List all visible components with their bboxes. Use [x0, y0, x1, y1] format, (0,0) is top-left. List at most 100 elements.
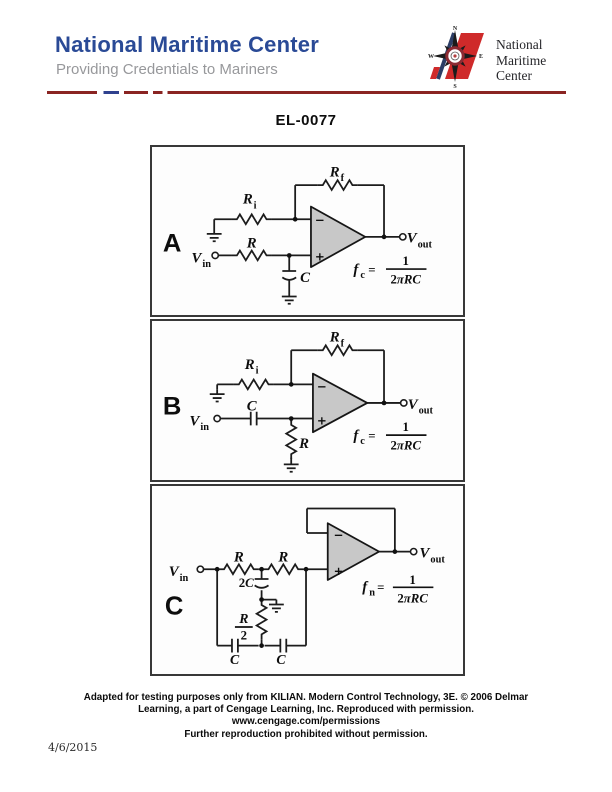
logo-red-strip: [430, 67, 440, 79]
page-title: National Maritime Center: [55, 32, 319, 57]
r-label: R: [298, 436, 309, 452]
formula-numerator: 1: [403, 420, 409, 434]
nmc-logo: N S W E National Maritime Center: [428, 23, 588, 89]
vout-terminal: [409, 547, 418, 556]
logo-wordmark: National Maritime Center: [496, 37, 546, 84]
wires: [203, 507, 411, 647]
vin-label-sub: in: [180, 573, 189, 584]
junction-dot: [286, 253, 292, 258]
ground-icon: [282, 458, 300, 473]
formula-equals: =: [368, 429, 375, 443]
junction-dot: [292, 216, 298, 222]
circuit-box-c: − + R R 2C R 2 C C V in V out f n = 1 2π…: [150, 484, 465, 676]
junction-dot: [303, 566, 309, 572]
circuit-letter-b: B: [163, 393, 182, 421]
opamp-triangle: [310, 205, 367, 269]
c1-label: C: [230, 652, 240, 667]
copyright-notice: Adapted for testing purposes only from K…: [36, 692, 576, 741]
resistor-r1: [218, 563, 260, 576]
page-subtitle: Providing Credentials to Mariners: [56, 61, 278, 78]
vin-terminal: [196, 565, 205, 574]
c2-label: C: [276, 652, 286, 667]
junction-dot: [392, 549, 398, 554]
circuit-box-b: − + R f R i C R V in V out f c = 1 2πRC …: [150, 319, 465, 482]
formula-equals: =: [368, 263, 375, 277]
document-date: 4/6/2015: [48, 741, 98, 754]
vout-label-sub: out: [430, 554, 445, 565]
resistor-r2: [262, 563, 304, 576]
compass-rose-icon: N S W E: [428, 26, 484, 89]
junction-dot: [259, 597, 264, 602]
formula-symbol: f: [353, 262, 360, 278]
vout-label-sub: out: [418, 240, 433, 251]
copyright-line-2: Learning, a part of Cengage Learning, In…: [138, 704, 474, 716]
ground-icon: [205, 228, 223, 243]
vout-label: V: [420, 546, 431, 562]
vin-label: V: [191, 250, 202, 266]
capacitor-c: [281, 270, 298, 281]
opamp-minus-sign: −: [334, 528, 344, 542]
formula-symbol-sub: n: [369, 588, 375, 599]
junction-dot: [214, 566, 220, 572]
vin-terminal: [211, 251, 220, 260]
opamp-plus-sign: +: [317, 413, 327, 427]
circuit-letter-a: A: [163, 230, 182, 258]
circuit-a-schematic: − + R f R i R C V in V out f c = 1 2πRC …: [163, 164, 433, 305]
vout-terminal: [399, 399, 408, 407]
circuit-c-schematic: − + R R 2C R 2 C C V in V out f n = 1 2π…: [165, 507, 445, 667]
resistor-ri: [231, 213, 273, 226]
compass-letter-e: E: [479, 54, 483, 60]
junction-dot: [259, 643, 264, 648]
resistor-rf: [316, 344, 359, 357]
junction-dot: [288, 416, 294, 421]
r-half-numerator: R: [238, 611, 248, 626]
compass-letter-s: S: [453, 84, 457, 89]
ri-label: R: [244, 357, 255, 373]
logo-line-1: National: [496, 37, 543, 52]
compass-letter-n: N: [453, 26, 458, 32]
rf-label: R: [329, 164, 340, 180]
logo-line-3: Center: [496, 68, 532, 83]
formula-symbol: f: [362, 580, 369, 596]
vin-terminal: [213, 414, 222, 423]
vout-label: V: [408, 397, 419, 413]
opamp-plus-sign: +: [334, 564, 344, 578]
rf-label-sub: f: [341, 338, 345, 349]
junction-dot: [381, 234, 387, 240]
circuit-box-a: − + R f R i R C V in V out f c = 1 2πRC …: [150, 145, 465, 317]
rf-label: R: [329, 330, 340, 346]
resistor-r: [231, 249, 273, 262]
vin-label-sub: in: [202, 259, 211, 270]
formula-denominator: 2πRC: [397, 592, 428, 606]
r-label: R: [246, 236, 257, 252]
vin-label-sub: in: [200, 422, 209, 433]
ri-label-sub: i: [256, 366, 259, 377]
cap-2c-label: 2C: [239, 576, 254, 590]
copyright-line-4: Further reproduction prohibited without …: [184, 728, 428, 740]
uscg-seal-center: [453, 54, 457, 58]
ground-icon: [280, 290, 298, 305]
capacitor-2c: [253, 578, 270, 589]
ground-icon: [268, 598, 285, 613]
copyright-line-1: Adapted for testing purposes only from K…: [83, 692, 529, 703]
vout-label: V: [407, 231, 418, 247]
formula-numerator: 1: [403, 254, 409, 268]
formula-symbol: f: [353, 428, 360, 444]
header-divider: [47, 91, 566, 95]
r-half-denominator: 2: [241, 629, 247, 643]
opamp-minus-sign: −: [317, 379, 327, 393]
rf-label-sub: f: [341, 173, 345, 184]
capacitor-c2: [279, 637, 288, 654]
resistor-r-half: [255, 599, 268, 641]
doc-number: EL-0077: [275, 112, 337, 129]
vout-label-sub: out: [419, 406, 434, 417]
opamp-minus-sign: −: [315, 213, 325, 227]
vin-label: V: [169, 564, 180, 580]
formula-denominator: 2πRC: [390, 273, 421, 287]
circuit-b-schematic: − + R f R i C R V in V out f c = 1 2πRC …: [163, 330, 434, 473]
permissions-url: www.cengage.com/permissions: [231, 716, 381, 728]
opamp-triangle: [326, 522, 380, 581]
circuit-letter-c: C: [165, 592, 184, 620]
opamp-plus-sign: +: [315, 249, 325, 263]
